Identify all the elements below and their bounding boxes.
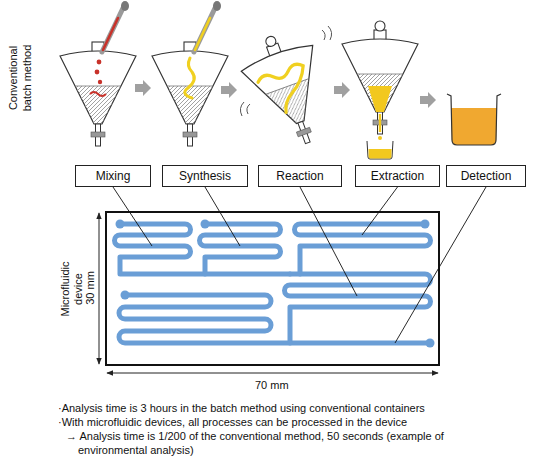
stopper xyxy=(264,35,277,48)
step-label-box: Extraction xyxy=(355,165,440,187)
yellow-extract xyxy=(369,149,392,158)
height-dimension xyxy=(99,213,100,364)
microfluidic-device: Microfluidic device xyxy=(105,211,440,366)
synthesis-funnel xyxy=(152,1,228,146)
dimension-lines xyxy=(99,213,438,373)
note-line: → Analysis time is 1/200 of the conventi… xyxy=(66,429,460,457)
microchannel xyxy=(115,224,291,274)
note-line: ·With microfluidic devices, all processe… xyxy=(58,415,407,429)
yellow-mixture xyxy=(257,62,316,118)
detection-beaker xyxy=(447,94,501,145)
separatory-funnel xyxy=(342,30,418,134)
pipette-bulb xyxy=(121,1,129,11)
drop xyxy=(378,136,382,140)
yellow-layer xyxy=(368,86,392,112)
small-beaker xyxy=(367,141,393,159)
channel-port xyxy=(426,339,435,348)
channels xyxy=(115,220,435,348)
dimension-label: 30 mm xyxy=(83,271,97,305)
width-dimension xyxy=(107,373,438,374)
microchannel xyxy=(285,274,431,343)
reaction-funnel xyxy=(233,24,343,156)
step-label-box: Detection xyxy=(446,165,526,187)
leader-line xyxy=(205,187,240,246)
leader-line xyxy=(113,187,152,246)
red-reagent xyxy=(90,92,106,96)
section-label: Conventional batch method xyxy=(6,38,34,118)
step-label: Mixing xyxy=(82,169,144,183)
stopper xyxy=(375,21,385,31)
mixing-funnel xyxy=(60,1,136,146)
pipette-bulb xyxy=(213,1,221,11)
separatory-funnel xyxy=(60,42,136,146)
channel-port xyxy=(121,291,130,300)
pipette xyxy=(194,6,216,52)
microchannel xyxy=(200,224,281,274)
dimension-label: 70 mm xyxy=(255,378,289,392)
microchannel xyxy=(119,295,290,343)
pipette xyxy=(102,6,124,52)
step-label: Synthesis xyxy=(169,169,241,183)
microchannel xyxy=(295,224,431,274)
separatory-funnel xyxy=(152,42,228,146)
step-arrow xyxy=(135,80,151,96)
step-arrow xyxy=(420,92,436,108)
orange-sample xyxy=(451,108,497,145)
channel-port xyxy=(421,220,430,229)
shake-marks xyxy=(240,102,250,116)
illustration-part xyxy=(233,24,343,156)
device-label: Microfluidic device xyxy=(59,249,85,329)
drop xyxy=(95,70,100,75)
shake-marks xyxy=(322,26,332,40)
channel-port xyxy=(116,220,125,229)
note-line: ·Analysis time is 3 hours in the batch m… xyxy=(58,401,425,415)
leader-line xyxy=(300,187,357,296)
step-arrow xyxy=(334,82,350,98)
beaker xyxy=(447,94,501,145)
channel-port xyxy=(201,220,210,229)
red-reagent xyxy=(103,18,118,50)
drop xyxy=(98,80,102,84)
yellow-reagent xyxy=(195,18,210,50)
step-label-box: Reaction xyxy=(258,165,342,187)
separatory-funnel xyxy=(237,32,344,156)
step-arrows xyxy=(135,80,436,108)
drop xyxy=(97,60,102,65)
step-label: Detection xyxy=(453,169,519,183)
step-label: Reaction xyxy=(265,169,335,183)
yellow-reagent xyxy=(185,58,194,98)
yellow-stream xyxy=(379,114,381,132)
step-arrow xyxy=(221,82,237,98)
step-label: Extraction xyxy=(362,169,433,183)
extraction-funnel xyxy=(342,21,418,159)
step-label-box: Mixing xyxy=(75,165,151,187)
step-label-box: Synthesis xyxy=(162,165,248,187)
